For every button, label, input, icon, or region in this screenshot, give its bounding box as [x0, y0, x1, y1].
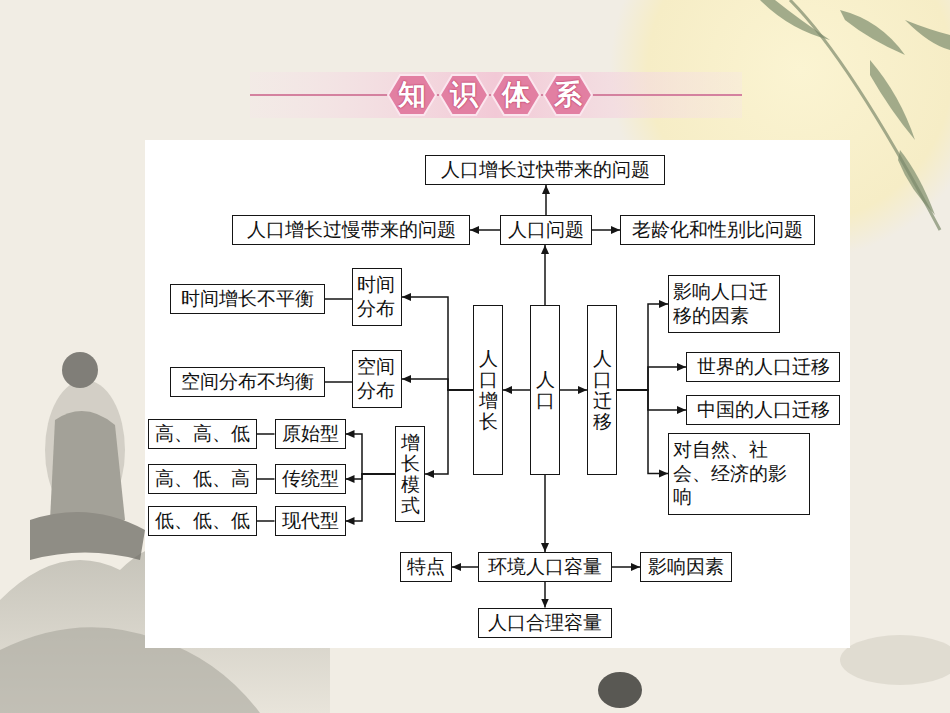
box-label: 影响因素: [648, 555, 724, 579]
box-label: 环境人口容量: [488, 555, 602, 579]
connector-arrow: [544, 245, 546, 305]
concept-box: 人口增长过慢带来的问题: [232, 215, 470, 245]
box-label: 人口问题: [508, 218, 584, 242]
box-label: 高、低、高: [155, 467, 250, 491]
connector-arrow: [617, 304, 668, 390]
box-label: 人口迁移: [593, 348, 612, 432]
box-label: 影响人口迁移的因素: [673, 280, 775, 328]
connector-arrow: [503, 389, 530, 391]
connector-arrow: [452, 566, 478, 568]
concept-box: 世界的人口迁移: [686, 352, 840, 382]
connector-arrow: [592, 229, 620, 231]
title-banner: 知识体系: [250, 72, 742, 118]
vertical-box: 人口迁移: [587, 305, 617, 475]
concept-box: 时间增长不平衡: [170, 284, 325, 314]
box-label: 低、低、低: [155, 509, 250, 533]
concept-box: 空间分布不均衡: [170, 367, 325, 397]
connector-arrow: [257, 478, 275, 480]
diagram-title: 知识体系: [386, 81, 606, 109]
concept-box: 人口合理容量: [478, 608, 612, 638]
concept-box: 人口问题: [500, 215, 592, 245]
connector-arrow: [470, 229, 500, 231]
box-label: 增长模式: [401, 432, 420, 516]
concept-box: 低、低、低: [148, 506, 257, 536]
concept-box: 空间分布: [352, 350, 402, 408]
box-label: 世界的人口迁移: [697, 355, 830, 379]
box-label: 特点: [407, 555, 445, 579]
connector-arrow: [612, 566, 640, 568]
connector-arrow: [325, 298, 352, 300]
connector-arrow: [346, 434, 396, 474]
box-label: 人口增长过慢带来的问题: [247, 218, 456, 242]
concept-box: 中国的人口迁移: [686, 395, 840, 425]
box-label: 人口: [536, 369, 555, 411]
connector-arrow: [617, 390, 668, 474]
connector-arrow: [617, 390, 686, 410]
box-label: 空间分布: [357, 355, 397, 403]
box-label: 时间分布: [357, 273, 397, 321]
box-label: 空间分布不均衡: [181, 370, 314, 394]
connector-arrow: [544, 475, 546, 552]
concept-box: 高、低、高: [148, 464, 257, 494]
concept-box: 时间分布: [352, 268, 402, 326]
connector-arrow: [346, 474, 396, 521]
concept-box: 环境人口容量: [478, 552, 612, 582]
concept-box: 特点: [400, 552, 452, 582]
connector-arrow: [402, 297, 473, 390]
concept-box: 传统型: [275, 464, 346, 494]
connector-arrow: [545, 185, 547, 215]
connector-arrow: [402, 379, 473, 390]
connector-arrow: [617, 367, 686, 390]
box-label: 老龄化和性别比问题: [632, 218, 803, 242]
vertical-box: 人口: [530, 305, 560, 475]
concept-box: 影响因素: [640, 552, 732, 582]
concept-box: 人口增长过快带来的问题: [425, 155, 665, 185]
box-label: 人口增长过快带来的问题: [441, 158, 650, 182]
concept-box: 对自然、社会、经济的影响: [668, 433, 810, 515]
concept-box: 原始型: [275, 419, 346, 449]
connector-arrow: [425, 390, 473, 474]
box-label: 时间增长不平衡: [181, 287, 314, 311]
connector-arrow: [560, 389, 587, 391]
box-label: 现代型: [282, 509, 339, 533]
box-label: 传统型: [282, 467, 339, 491]
vertical-box: 人口增长: [473, 305, 503, 475]
connector-arrow: [257, 433, 275, 435]
box-label: 原始型: [282, 422, 339, 446]
box-label: 人口合理容量: [488, 611, 602, 635]
connector-arrow: [325, 381, 352, 383]
box-label: 人口增长: [479, 348, 498, 432]
box-label: 高、高、低: [155, 422, 250, 446]
concept-box: 高、高、低: [148, 419, 257, 449]
concept-box: 影响人口迁移的因素: [668, 275, 780, 333]
box-label: 对自然、社会、经济的影响: [673, 438, 805, 509]
connector-arrow: [544, 582, 546, 608]
connector-arrow: [257, 520, 275, 522]
concept-box: 老龄化和性别比问题: [620, 215, 815, 245]
box-label: 中国的人口迁移: [697, 398, 830, 422]
concept-box: 现代型: [275, 506, 346, 536]
vertical-box: 增长模式: [395, 426, 425, 522]
